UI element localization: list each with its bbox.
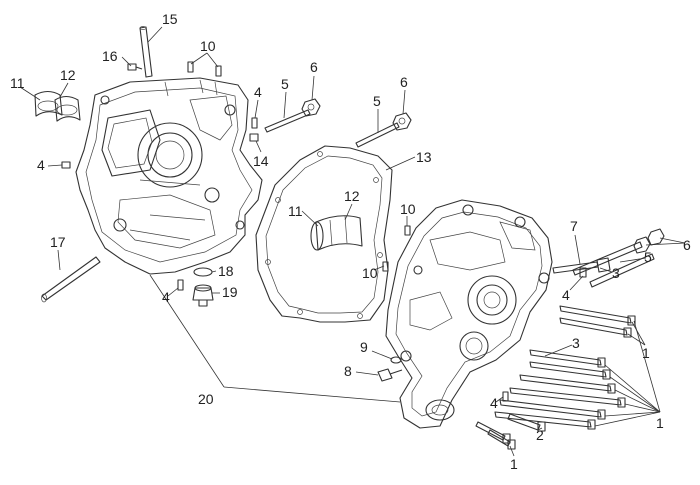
crankcase-gasket [255, 145, 393, 323]
callout-10-gasket: 10 [362, 265, 378, 281]
dowel-pin-long [139, 26, 153, 78]
right-crankcase-half [385, 199, 553, 429]
bearing-shell-left [34, 90, 81, 122]
dowel-pin-17 [41, 256, 101, 303]
callout-6-center: 6 [400, 74, 408, 90]
callout-7: 7 [570, 218, 578, 234]
pin-bottom [502, 391, 509, 402]
callout-6-left: 6 [310, 59, 318, 75]
bolt-small-14 [249, 133, 259, 142]
callout-3-right: 3 [612, 265, 620, 281]
bolt-8 [377, 368, 403, 382]
callout-4-right: 4 [562, 287, 570, 303]
callout-20: 20 [198, 391, 214, 407]
bearing-shell-center [310, 215, 363, 251]
pin-right [579, 267, 587, 278]
callout-5-right: 5 [644, 249, 652, 265]
pin-lower [177, 279, 184, 291]
callout-15: 15 [162, 11, 178, 27]
callout-2: 2 [536, 427, 544, 443]
callout-16: 16 [102, 48, 118, 64]
callout-8: 8 [344, 363, 352, 379]
callout-19: 19 [222, 284, 238, 300]
leader-lines [19, 26, 686, 457]
callout-6-right: 6 [683, 237, 691, 253]
pin-upper [251, 117, 258, 129]
callout-11-center: 11 [288, 203, 303, 219]
callout-13: 13 [416, 149, 432, 165]
dowels-top [187, 61, 222, 77]
callout-5-left: 5 [281, 76, 289, 92]
callout-9: 9 [360, 339, 368, 355]
callout-1-bottom: 1 [510, 456, 518, 472]
pin-left [61, 161, 71, 169]
callout-18: 18 [218, 263, 234, 279]
callout-11-left: 11 [10, 75, 25, 91]
stud-and-nut-left [264, 98, 321, 133]
drain-plug [192, 284, 214, 307]
callout-4-upper: 4 [254, 84, 262, 100]
callout-17: 17 [50, 234, 66, 250]
stud-and-nut-center [355, 112, 412, 148]
callout-14: 14 [253, 153, 269, 169]
bolt-group-1 [475, 305, 636, 450]
callout-12-left: 12 [60, 67, 76, 83]
long-studs-right [552, 228, 665, 288]
o-ring [193, 267, 213, 277]
callout-4-left: 4 [37, 157, 45, 173]
washer-9 [390, 356, 402, 364]
callout-4-lower: 4 [162, 289, 170, 305]
callout-5-center: 5 [373, 93, 381, 109]
left-crankcase-half [75, 77, 263, 275]
small-bolt [127, 63, 143, 71]
callout-1-cluster: 1 [656, 415, 664, 431]
callout-12-center: 12 [344, 188, 360, 204]
callout-10-top: 10 [200, 38, 216, 54]
callout-10-right: 10 [400, 201, 416, 217]
callout-4-bottom: 4 [490, 395, 498, 411]
callout-labels: 15 16 10 11 12 4 5 6 14 4 5 6 13 11 12 1… [10, 11, 691, 472]
callout-3-lower: 3 [572, 335, 580, 351]
callout-1-upper: 1 [642, 345, 650, 361]
